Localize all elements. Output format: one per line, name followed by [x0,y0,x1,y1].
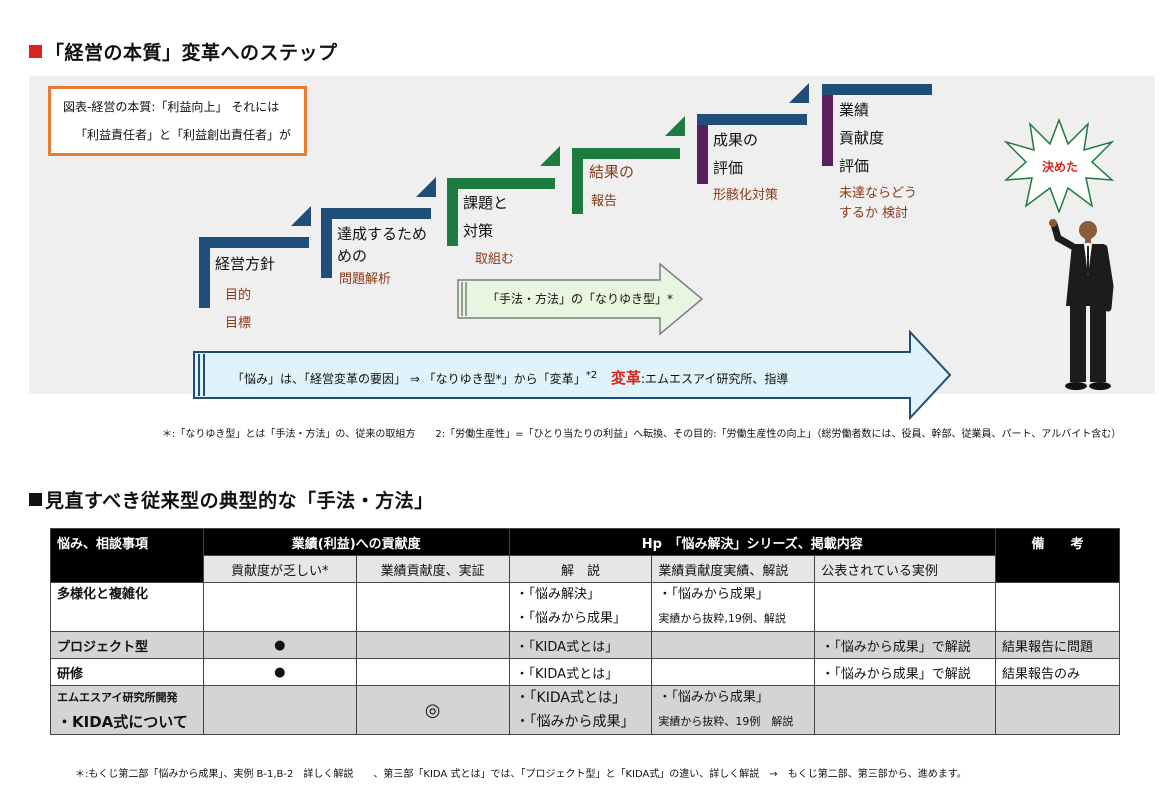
row-project-toboshii: ● [202,631,357,659]
step-3-title2: 対策 [463,222,494,240]
step-5-title2: 評価 [713,159,744,177]
step-6-title: 業績 [839,101,870,119]
header-toboshii: 貢献度が乏しい* [202,555,357,583]
red-square-icon [29,45,42,58]
legend-line-1: 図表-経営の本質:「利益向上」 それには [63,100,280,114]
row-msi-label: エムエスアイ研究所開発・KIDA式について [50,685,204,735]
row-kenshu-jitsurei: ・「悩みから成果」で解説 [814,658,997,686]
header-kaisetsu: 解 説 [508,555,653,583]
row-tayoka-jisseki: ・「悩みから成果」実績から抜粋,19例、解説 [651,582,816,632]
row-project-kaisetsu: ・「KIDA式とは」 [508,631,653,659]
legend-box: 図表-経営の本質:「利益向上」 それには 「利益責任者」と「利益創出責任者」が [48,86,307,156]
small-arrow [457,262,704,336]
row-kenshu-biko: 結果報告のみ [995,658,1120,686]
big-arrow [193,330,952,420]
burst-text: 決めた [1042,160,1079,174]
legend-line-2: 「利益責任者」と「利益創出責任者」が [75,128,292,142]
table-row: 研修 ● ・「KIDA式とは」 ・「悩みから成果」で解説 結果報告のみ [50,658,1120,686]
row-project-jitsurei: ・「悩みから成果」で解説 [814,631,997,659]
row-kenshu-kaisetsu: ・「KIDA式とは」 [508,658,653,686]
row-msi-jissho: ◎ [355,685,510,735]
step-6-sub1: 未達ならどう [839,186,918,201]
header-hp-series: Hp 「悩み解決」シリーズ、掲載内容 [508,528,997,556]
step-1-sub2: 目標 [225,316,252,331]
row-msi-jisseki: ・「悩みから成果」実績から抜粋、19例 解説 [651,685,816,735]
step-5-sub1: 形骸化対策 [713,188,779,203]
step-6-sub2: するか 検討 [839,206,909,221]
starburst-icon [1004,118,1114,213]
step-1-sub1: 目的 [225,288,252,303]
step-2-sub1: 問題解析 [339,272,392,287]
section1-title: 「経営の本質」変革へのステップ [29,38,338,65]
step-3-sub1: 取組む [475,252,515,267]
table-header-row-2: 貢献度が乏しい* 業績貢献度、実証 解 説 業績貢献度実績、解説 公表されている… [50,555,1120,583]
footnote-1: ＊:「なりゆき型」とは「手法・方法」の、従来の取組方 2:「労働生産性」=「ひと… [162,429,1122,440]
small-arrow-label: 「手法・方法」の「なりゆき型」* [487,292,674,306]
black-square-icon [29,493,42,506]
step-4-sub1: 報告 [591,194,618,209]
row-msi-kaisetsu: ・「KIDA式とは」・「悩みから成果」 [508,685,653,735]
header-nayami: 悩み、相談事項 [50,528,204,556]
table-row: エムエスアイ研究所開発・KIDA式について ◎ ・「KIDA式とは」・「悩みから… [50,685,1120,735]
row-kenshu-label: 研修 [50,658,204,686]
businessman-icon [1049,219,1114,390]
step-1-title: 経営方針 [215,255,276,273]
step-4-title: 結果の [589,163,635,181]
table-row: プロジェクト型 ● ・「KIDA式とは」 ・「悩みから成果」で解説 結果報告に問… [50,631,1120,659]
table-header-row-1: 悩み、相談事項 業績(利益)への貢献度 Hp 「悩み解決」シリーズ、掲載内容 備… [50,528,1120,556]
methods-table: 悩み、相談事項 業績(利益)への貢献度 Hp 「悩み解決」シリーズ、掲載内容 備… [50,528,1120,735]
step-2-title: 達成するため [337,225,428,243]
row-project-label: プロジェクト型 [50,631,204,659]
footnote-2: ＊:もくじ第二部「悩みから成果」、実例 B-1,B-2 詳しく解説 、第三部「K… [75,769,967,780]
row-tayoka-kaisetsu: ・「悩み解決」・「悩みから成果」 [508,582,653,632]
section2-title: 見直すべき従来型の典型的な「手法・方法」 [29,486,434,513]
row-tayoka-label: 多様化と複雑化 [50,582,204,632]
header-jissho: 業績貢献度、実証 [355,555,510,583]
steps-diagram: 図表-経営の本質:「利益向上」 それには 「利益責任者」と「利益創出責任者」が … [29,76,1155,420]
header-biko: 備 考 [995,528,1120,556]
row-kenshu-toboshii: ● [202,658,357,686]
step-5-title: 成果の [713,131,759,149]
step-3-title: 課題と [463,194,509,212]
header-jisseki: 業績貢献度実績、解説 [651,555,816,583]
step-6-title2: 貢献度 [839,129,885,147]
step-6-title3: 評価 [839,157,870,175]
table-row: 多様化と複雑化 ・「悩み解決」・「悩みから成果」 ・「悩みから成果」実績から抜粋… [50,582,1120,632]
header-jitsurei: 公表されている実例 [814,555,997,583]
row-project-biko: 結果報告に問題 [995,631,1120,659]
henkaku-emphasis: 変革 [610,369,641,387]
big-arrow-label: 「悩み」は、「経営変革の要因」 ⇒ 「なりゆき型*」から「変革」*2 変革:エム… [232,369,789,387]
header-kokendo: 業績(利益)への貢献度 [202,528,510,556]
step-2-title2: めの [337,247,368,265]
